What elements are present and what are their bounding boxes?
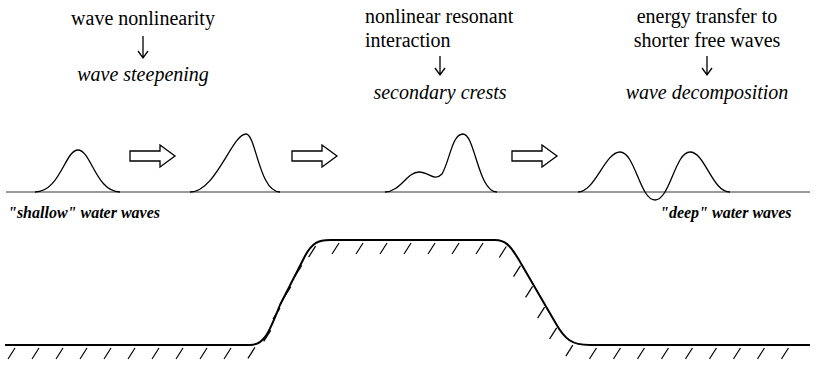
hatch-mark xyxy=(404,243,411,254)
hatch-mark xyxy=(32,348,39,359)
block-arrow xyxy=(292,145,337,167)
wave-profile xyxy=(578,152,730,200)
hatch-mark xyxy=(685,348,692,359)
down-arrow xyxy=(435,56,445,75)
process-label: energy transfer to shorter free waves xyxy=(610,4,805,52)
process-label: wave nonlinearity xyxy=(71,6,215,30)
hatch-mark xyxy=(781,348,788,359)
hatch-mark xyxy=(566,345,573,356)
hatch-mark xyxy=(284,287,291,298)
hatch-mark xyxy=(733,348,740,359)
down-arrow xyxy=(138,36,148,58)
block-arrow xyxy=(512,145,557,167)
process-label: nonlinear resonant interaction xyxy=(365,4,540,52)
hatch-mark xyxy=(176,348,183,359)
hatch-mark xyxy=(248,347,255,358)
regime-label: "deep" water waves xyxy=(660,203,792,222)
seabed-hatching xyxy=(8,243,788,359)
hatch-mark xyxy=(452,243,459,254)
wave-profile xyxy=(385,134,497,192)
hatch-mark xyxy=(332,243,339,254)
hatch-mark xyxy=(273,308,280,319)
still-water-line xyxy=(6,192,810,193)
hatch-mark xyxy=(538,307,545,318)
hatch-mark xyxy=(152,348,159,359)
hatch-mark xyxy=(295,265,302,276)
hatch-mark xyxy=(80,348,87,359)
hatch-mark xyxy=(709,348,716,359)
hatch-mark xyxy=(589,348,596,359)
hatch-mark xyxy=(526,286,533,297)
hatch-mark xyxy=(200,348,207,359)
hatch-mark xyxy=(428,243,435,254)
effect-label: secondary crests xyxy=(373,80,506,104)
hatch-mark xyxy=(309,246,316,257)
seabed-profile xyxy=(5,240,810,345)
hatch-mark xyxy=(514,266,521,277)
hatch-mark xyxy=(264,330,271,341)
hatch-mark xyxy=(380,243,387,254)
hatch-mark xyxy=(637,348,644,359)
effect-label: wave steepening xyxy=(77,62,209,86)
hatch-mark xyxy=(8,348,15,359)
block-arrow xyxy=(130,145,175,167)
hatch-mark xyxy=(613,348,620,359)
down-arrow xyxy=(702,56,712,75)
hatch-mark xyxy=(499,246,506,257)
hatch-mark xyxy=(550,328,557,339)
hatch-mark xyxy=(104,348,111,359)
hatch-mark xyxy=(56,348,63,359)
hatch-mark xyxy=(356,243,363,254)
regime-label: "shallow" water waves xyxy=(8,203,160,222)
effect-label: wave decomposition xyxy=(626,80,789,104)
hatch-mark xyxy=(661,348,668,359)
hatch-mark xyxy=(476,243,483,254)
wave-profile xyxy=(35,150,120,192)
hatch-mark xyxy=(224,348,231,359)
hatch-mark xyxy=(128,348,135,359)
hatch-mark xyxy=(757,348,764,359)
wave-profile xyxy=(190,134,280,192)
